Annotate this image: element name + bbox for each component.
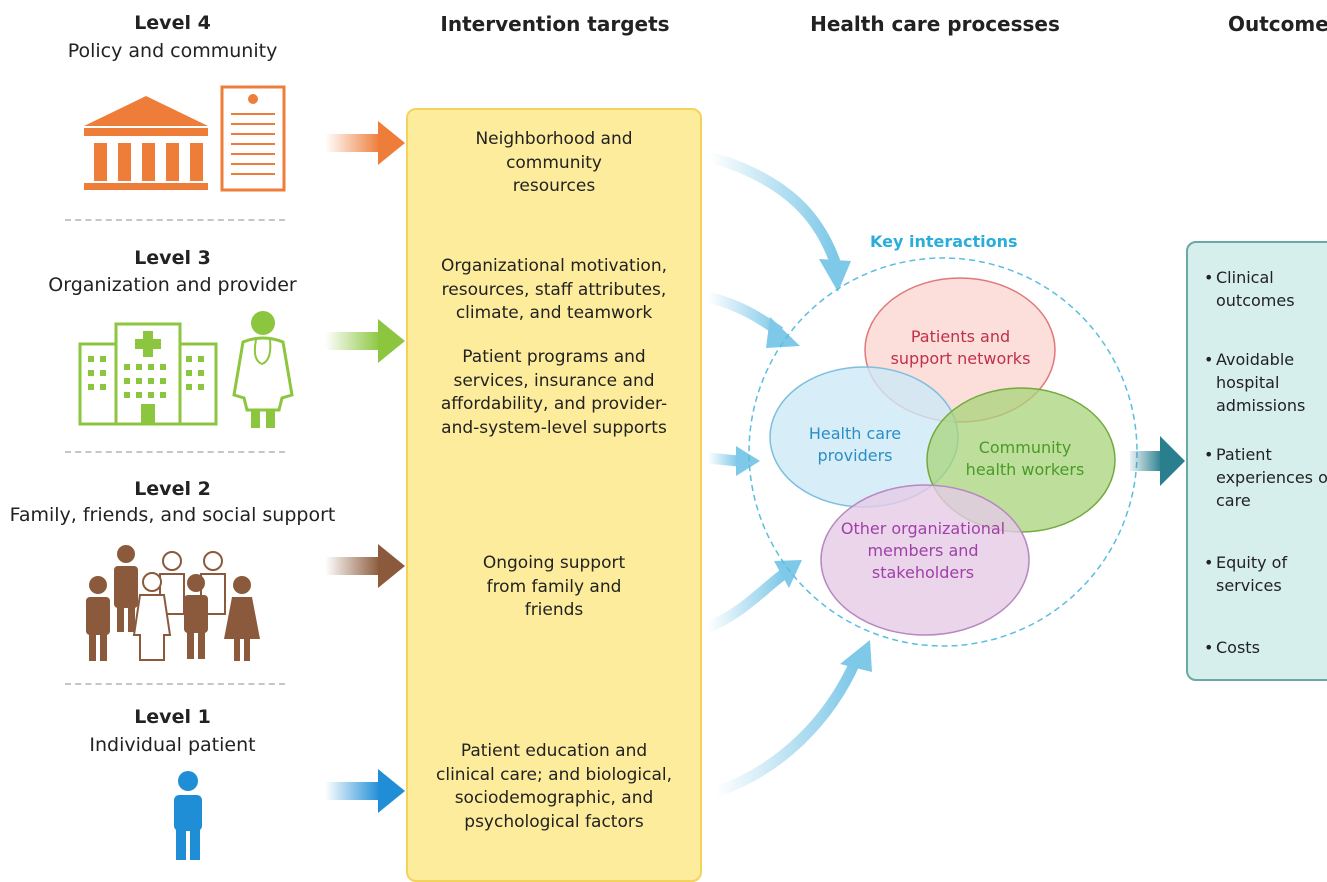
patient-person-icon xyxy=(174,771,202,860)
intervention-targets-heading: Intervention targets xyxy=(440,12,670,36)
oval-community-workers-label: Community health workers xyxy=(965,438,1085,479)
level-3-subtitle: Organization and provider xyxy=(48,274,297,296)
oval-stakeholders xyxy=(820,484,1030,636)
outcome-arrow xyxy=(1130,436,1185,486)
target-patient-education: Patient education and clinical care; and… xyxy=(436,741,672,832)
interaction-arrowhead xyxy=(766,317,800,348)
level-arrow xyxy=(325,544,405,588)
interaction-arrow xyxy=(708,151,841,264)
outcomes-box xyxy=(1186,241,1327,681)
outcome-item: •Costs xyxy=(1204,638,1260,657)
level-1-subtitle: Individual patient xyxy=(89,734,256,756)
oval-stakeholders-label: Other organizational members and stakeho… xyxy=(840,519,1006,582)
level-4-title: Level 4 xyxy=(134,12,211,34)
outcome-item: •Patient experiences of care xyxy=(1204,445,1327,510)
oval-providers-label: Health care providers xyxy=(808,424,902,465)
outcomes-heading: Outcomes xyxy=(1228,12,1327,36)
interaction-arrow xyxy=(714,657,862,798)
level-arrow xyxy=(325,319,405,363)
level-3-title: Level 3 xyxy=(134,247,211,269)
outcome-item: •Equity of services xyxy=(1204,553,1288,595)
government-building-icon xyxy=(84,96,208,190)
level-arrow xyxy=(325,769,405,813)
level-arrow xyxy=(325,121,405,165)
intervention-targets-box xyxy=(406,108,702,882)
target-community-resources: Neighborhood and community resources xyxy=(475,129,633,196)
interaction-arrow xyxy=(705,568,789,633)
key-interactions-label: Key interactions xyxy=(870,232,1018,251)
level-divider xyxy=(65,219,285,221)
target-patient-programs: Patient programs and services, insurance… xyxy=(440,347,668,438)
level-2-title: Level 2 xyxy=(134,478,211,500)
family-group-icon xyxy=(86,545,260,661)
interaction-arrowhead xyxy=(736,446,760,476)
target-organizational-motivation: Organizational motivation, resources, st… xyxy=(440,256,668,323)
level-divider xyxy=(65,683,285,685)
hospital-icon xyxy=(78,322,218,426)
doctor-icon xyxy=(232,311,294,428)
outcome-item: •Clinical outcomes xyxy=(1204,268,1295,310)
level-2-subtitle: Family, friends, and social support xyxy=(9,504,336,526)
oval-patients-label: Patients and support networks xyxy=(890,327,1031,368)
interaction-arrow xyxy=(707,452,739,467)
level-divider xyxy=(65,451,285,453)
level-1-title: Level 1 xyxy=(134,706,211,728)
policy-document-icon xyxy=(220,85,286,192)
level-4-subtitle: Policy and community xyxy=(67,40,278,62)
interaction-arrowhead xyxy=(840,640,872,672)
outcome-item: •Avoidable hospital admissions xyxy=(1204,350,1306,415)
interaction-arrowhead xyxy=(774,560,802,588)
health-care-processes-heading: Health care processes xyxy=(810,12,1060,36)
interaction-arrowhead xyxy=(819,259,851,292)
target-family-support: Ongoing support from family and friends xyxy=(482,553,626,620)
